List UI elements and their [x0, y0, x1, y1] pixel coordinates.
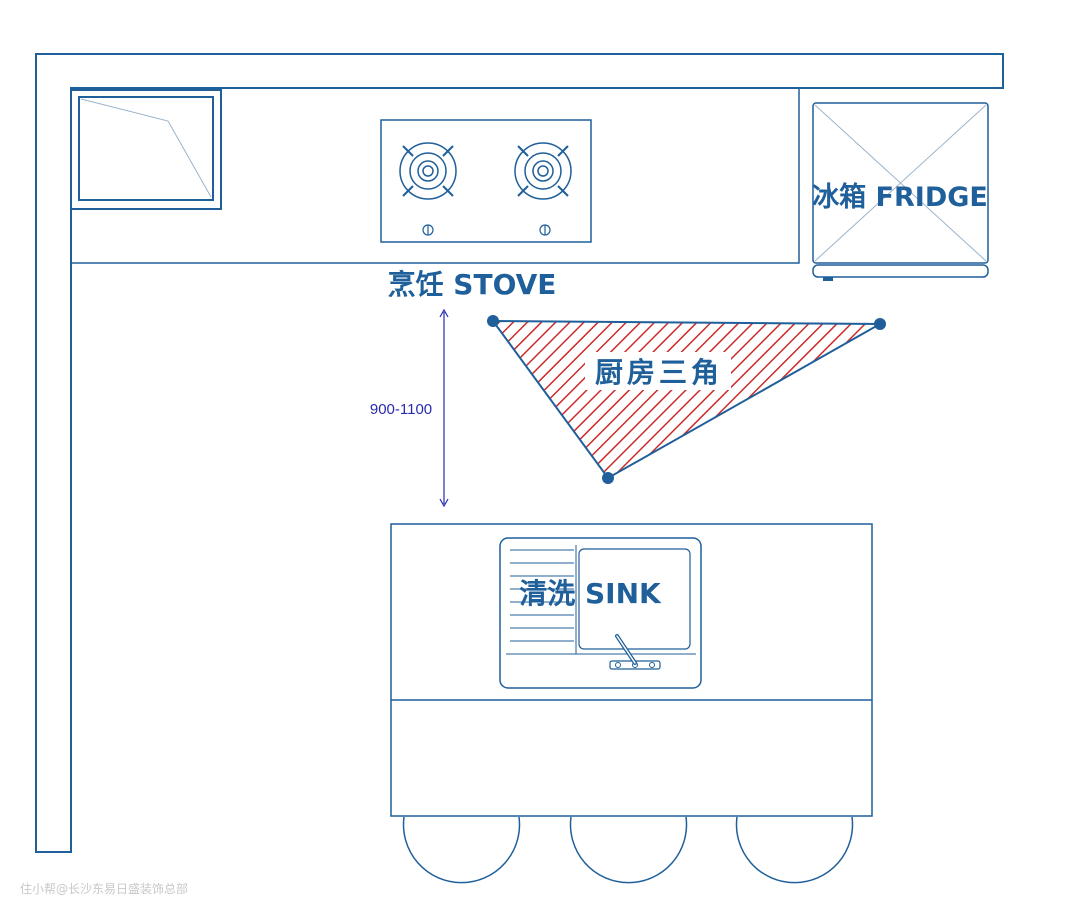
top-counter — [70, 87, 800, 264]
corner-basin — [70, 89, 222, 210]
triangle-vertex-fridge — [874, 318, 886, 330]
kitchen-island — [390, 523, 873, 817]
sink — [499, 537, 702, 689]
knob-left-icon — [422, 224, 434, 236]
dimension-marker — [362, 308, 449, 508]
knob-right-icon — [539, 224, 551, 236]
burner-left-icon — [399, 142, 457, 200]
burner-right-icon — [514, 142, 572, 200]
bar-stools — [402, 816, 854, 884]
stool-right — [735, 816, 854, 884]
faucet-icon — [609, 634, 661, 670]
l-shaped-counter — [35, 53, 1004, 853]
fridge — [812, 102, 989, 281]
cooktop — [380, 119, 592, 243]
work-triangle — [487, 315, 886, 484]
triangle-label: 厨房三角 — [595, 356, 723, 389]
triangle-vertex-stove — [487, 315, 499, 327]
dimension-label: 900-1100 — [370, 401, 432, 418]
stool-left — [402, 816, 521, 884]
stove-label: 烹饪 STOVE — [388, 268, 557, 301]
watermark: 住小帮@长沙东易日盛装饰总部 — [20, 881, 188, 896]
sink-label: 清洗 SINK — [519, 577, 662, 610]
triangle-vertex-sink — [602, 472, 614, 484]
fridge-label: 冰箱 FRIDGE — [812, 181, 988, 213]
stool-middle — [569, 816, 688, 884]
